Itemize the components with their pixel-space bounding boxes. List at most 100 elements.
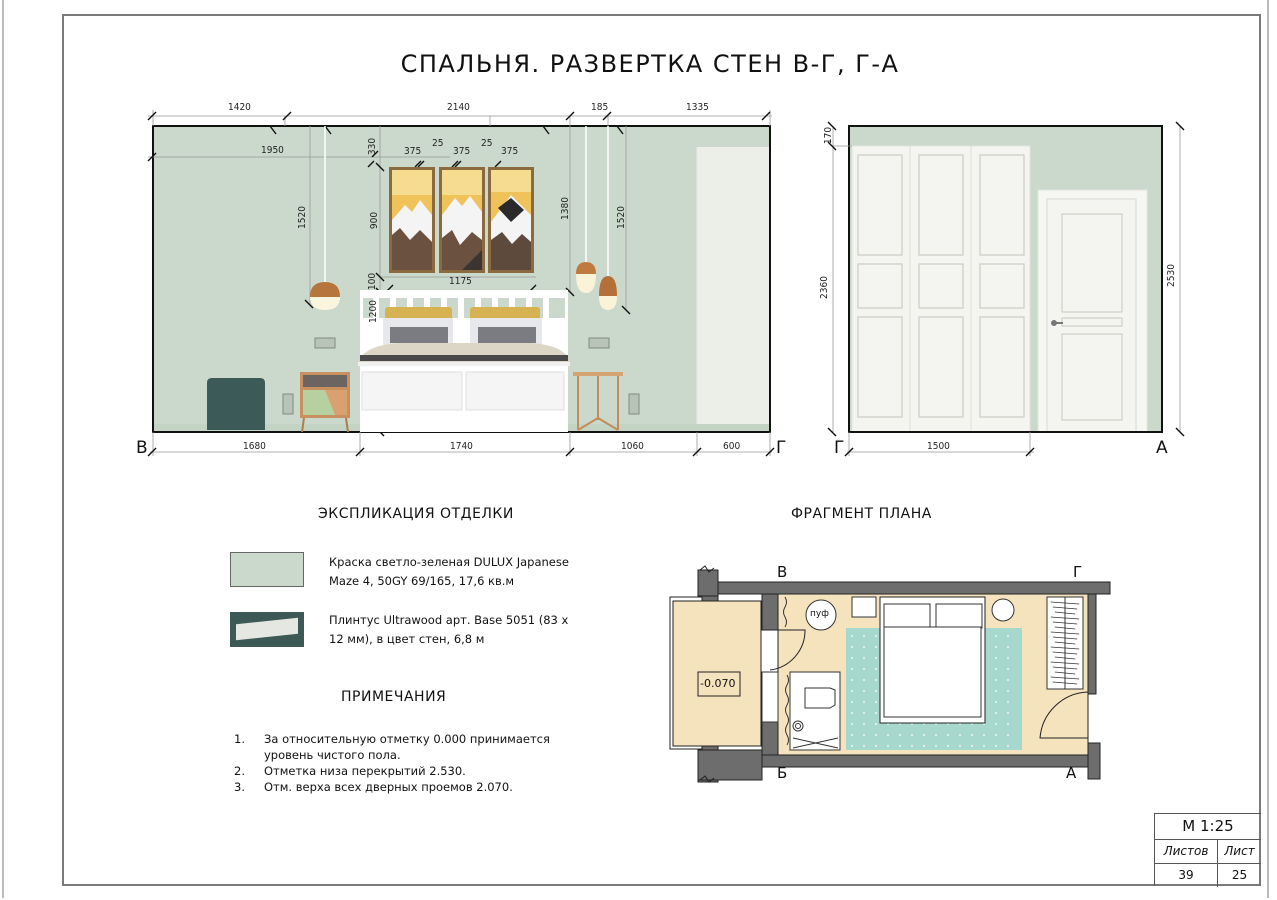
dim-1680: 1680 <box>243 441 266 452</box>
rug-dot <box>863 657 865 659</box>
rug-dot <box>995 712 997 714</box>
hanger-line <box>1050 631 1080 635</box>
scale-label: М 1:25 <box>1155 814 1261 840</box>
rug-dot <box>851 712 853 714</box>
rug-dot <box>899 734 901 736</box>
rug-dot <box>1007 701 1009 703</box>
rug-dot <box>851 745 853 747</box>
corner-label-g: Г <box>776 438 787 458</box>
sheet-label: Лист <box>1224 844 1255 858</box>
note-1-line2: уровень чистого пола. <box>264 748 401 762</box>
hanger-line <box>1054 656 1076 660</box>
bed <box>358 290 570 432</box>
rug-dot <box>995 679 997 681</box>
rug-dot <box>863 690 865 692</box>
drawing-title: СПАЛЬНЯ. РАЗВЕРТКА СТЕН В-Г, Г-А <box>400 50 900 78</box>
balcony-level-label: -0.070 <box>700 677 736 690</box>
hanger-line <box>1054 626 1076 630</box>
dim-ticks <box>147 111 771 168</box>
rug-dot <box>995 668 997 670</box>
rug-dot <box>911 745 913 747</box>
plan-label-g: Г <box>1073 563 1083 581</box>
rug-dot <box>851 701 853 703</box>
rug-dot <box>1007 734 1009 736</box>
rug-dot <box>947 734 949 736</box>
rug-dot <box>887 734 889 736</box>
rug-dot <box>875 690 877 692</box>
finish-plinth-line2: 12 мм), в цвет стен, 6,8 м <box>329 632 485 646</box>
hanger-line <box>1054 671 1076 675</box>
rug-dot <box>875 668 877 670</box>
rug-dot <box>1007 723 1009 725</box>
sheets-value: 39 <box>1155 864 1218 887</box>
drawing-frame <box>62 14 1261 886</box>
hanger-line <box>1052 651 1078 655</box>
rug-dot <box>863 712 865 714</box>
rug-dots <box>851 635 1009 747</box>
rug-dot <box>875 712 877 714</box>
plan-label-a: А <box>1066 764 1077 782</box>
sheets-label: Листов <box>1155 840 1218 863</box>
finish-swatch-plinth <box>230 612 304 647</box>
rug-dot <box>851 646 853 648</box>
dim-wardrobe-width: 1500 <box>927 441 950 452</box>
rug-dot <box>863 745 865 747</box>
finish-paint-line1: Краска светло-зеленая DULUX Japanese <box>329 555 569 569</box>
rug-dot <box>851 679 853 681</box>
hanger-line <box>1050 676 1080 680</box>
rug-dot <box>875 723 877 725</box>
dim-1740: 1740 <box>450 441 473 452</box>
finish-swatch-paint <box>230 552 304 587</box>
hanger-line <box>1054 641 1076 645</box>
rug-dot <box>1007 668 1009 670</box>
rug-dot <box>863 723 865 725</box>
dim-1950: 1950 <box>261 145 284 156</box>
corner-label-a: А <box>1156 438 1168 458</box>
pouf <box>207 378 265 430</box>
side-table-right <box>573 372 623 431</box>
art-panel-3 <box>488 167 534 273</box>
entry-door <box>1037 189 1148 433</box>
nightstand-left <box>300 372 350 433</box>
rug-dot <box>959 745 961 747</box>
hanger-line <box>1054 611 1076 615</box>
pendant-lamp-left <box>310 126 340 310</box>
note-2-num: 2. <box>234 764 245 778</box>
rug-dot <box>863 635 865 637</box>
rug-dot <box>995 745 997 747</box>
rug-dot <box>995 646 997 648</box>
dim-1335: 1335 <box>686 102 709 113</box>
rug-dot <box>983 734 985 736</box>
rug-dot <box>875 701 877 703</box>
corner-label-v: В <box>136 438 148 458</box>
rug-dot <box>971 745 973 747</box>
rug-dot <box>1007 635 1009 637</box>
plan-label-v: В <box>777 563 788 581</box>
hanger-line <box>1050 646 1080 650</box>
rug-dot <box>1007 646 1009 648</box>
rug-dot <box>935 745 937 747</box>
art-panel-2 <box>439 167 485 273</box>
hanger-line <box>1052 681 1078 685</box>
wardrobe <box>851 145 1031 433</box>
sheet-value: 25 <box>1231 868 1248 882</box>
dim-1060: 1060 <box>621 441 644 452</box>
hanger-line <box>1050 661 1080 665</box>
top-dimension-lines <box>148 110 772 158</box>
rug-dot <box>875 679 877 681</box>
plan-label-b: Б <box>777 764 788 782</box>
rug-dot <box>863 679 865 681</box>
rug-dot <box>875 646 877 648</box>
rug-dot <box>923 745 925 747</box>
plan-heading: ФРАГМЕНТ ПЛАНА <box>791 506 932 522</box>
hanger-line <box>1052 666 1078 670</box>
rug-dot <box>851 690 853 692</box>
corner-label-g2: Г <box>834 438 845 458</box>
notes-heading: ПРИМЕЧАНИЯ <box>341 689 447 705</box>
rug-dot <box>851 734 853 736</box>
dim-art-width: 1175 <box>449 276 472 287</box>
finish-paint-line2: Maze 4, 50GY 69/165, 17,6 кв.м <box>329 574 515 588</box>
